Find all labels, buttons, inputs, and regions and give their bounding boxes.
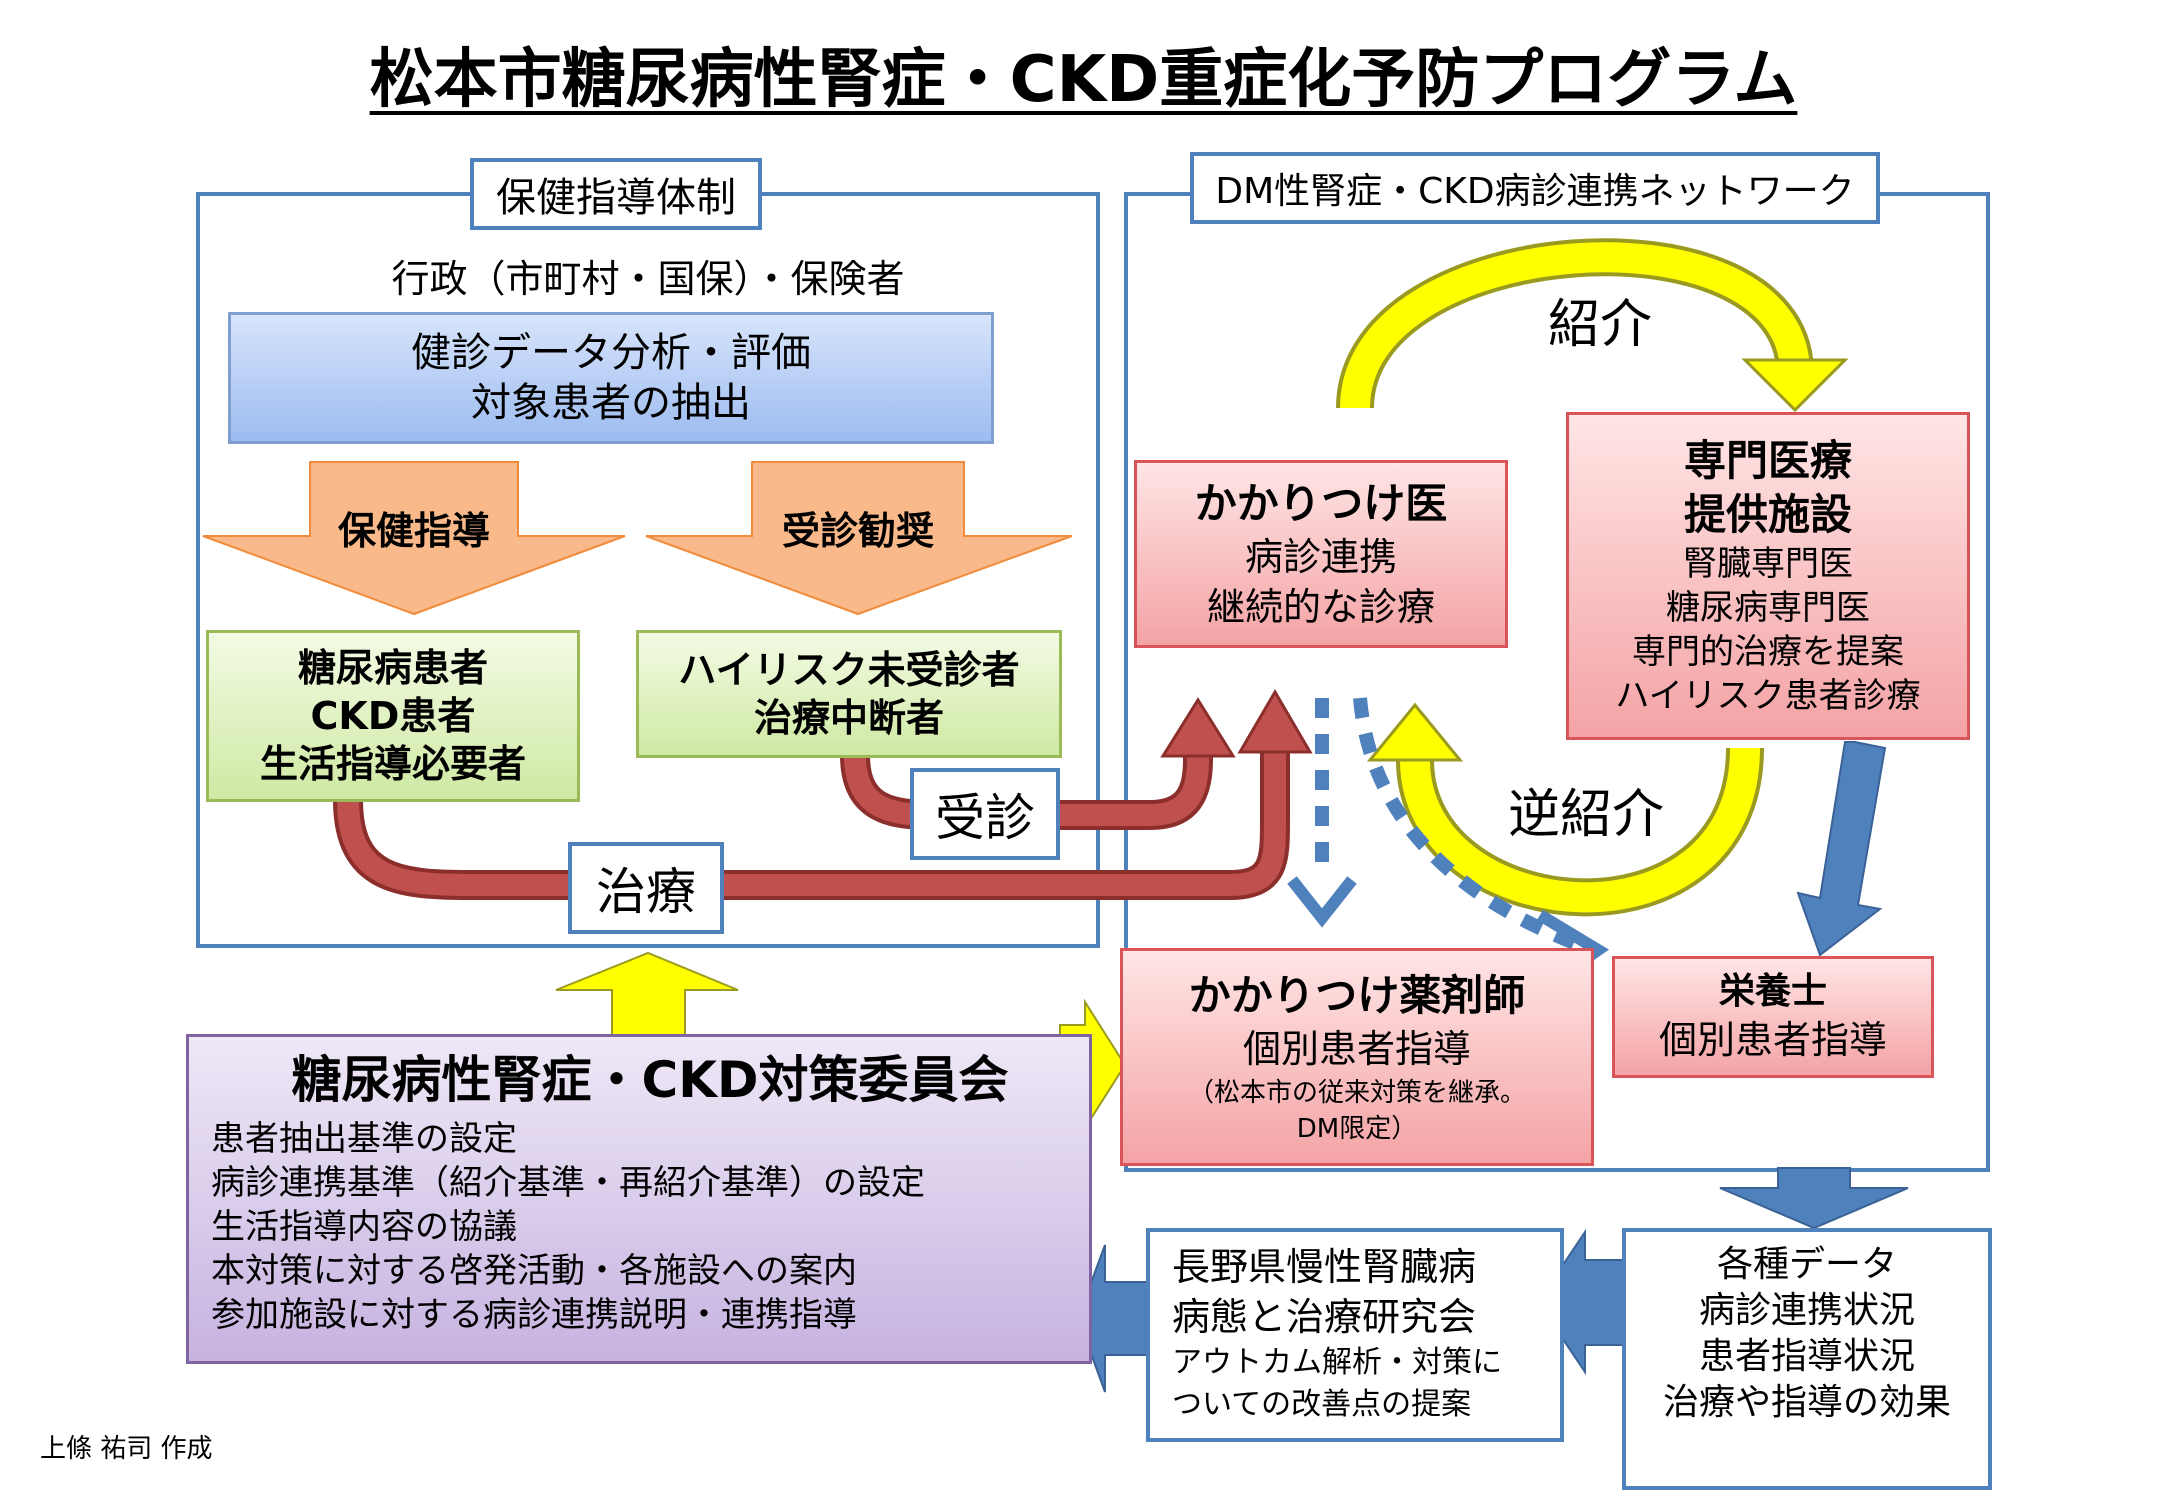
family-doctor-box: かかりつけ医 病診連携 継続的な診療 [1134,460,1508,648]
committee-item: 患者抽出基準の設定 [211,1119,517,1159]
family-doctor-line: 継続的な診療 [1206,585,1435,629]
pharmacist-note: （松本市の従来対策を継承。 [1187,1078,1526,1108]
research-note: ついての改善点の提案 [1172,1387,1472,1422]
health-guidance-header-text: 保健指導体制 [496,175,736,221]
research-line: 病態と治療研究会 [1172,1295,1477,1339]
data-line: 患者指導状況 [1698,1336,1915,1377]
target-line: 糖尿病患者 [297,646,488,690]
network-header: DM性腎症・CKD病診連携ネットワーク [1190,152,1880,224]
health-guidance-header: 保健指導体制 [470,158,762,230]
committee-item: 本対策に対する啓発活動・各施設への案内 [211,1251,857,1291]
target-line: 生活指導必要者 [259,742,526,786]
reverse-referral-label: 逆紹介 [1507,785,1664,845]
treatment-arrowhead [1237,689,1313,754]
research-box: 長野県慢性腎臓病 病態と治療研究会 アウトカム解析・対策に ついての改善点の提案 [1146,1228,1564,1442]
recommend-down-arrow [645,461,1073,616]
pharmacist-title: かかりつけ薬剤師 [1188,971,1526,1020]
committee-title: 糖尿病性腎症・CKD対策委員会 [291,1051,1009,1109]
administration-subtitle: 行政（市町村・国保）・保険者 [391,257,905,301]
pharmacist-line: 個別患者指導 [1242,1027,1471,1071]
reverse-referral-arrowhead [1366,702,1464,762]
high-risk-box: ハイリスク未受診者 治療中断者 [636,630,1062,758]
network-to-data-arrow [1719,1167,1909,1230]
committee-item: 生活指導内容の協議 [211,1207,517,1247]
committee-item: 病診連携基準（紹介基準・再紹介基準）の設定 [211,1163,925,1203]
committee-up-arrow [555,951,739,1039]
visit-arrowhead [1160,697,1236,758]
committee-item: 参加施設に対する病診連携説明・連携指導 [211,1295,857,1335]
data-line: 各種データ [1716,1244,1897,1285]
high-risk-line: 治療中断者 [753,696,944,740]
target-line: CKD患者 [310,694,476,738]
high-risk-line: ハイリスク未受診者 [678,648,1020,692]
target-patients-box: 糖尿病患者 CKD患者 生活指導必要者 [206,630,580,802]
specialist-line: 腎臓専門医 [1683,544,1853,584]
pharmacist-box: かかりつけ薬剤師 個別患者指導 （松本市の従来対策を継承。 DM限定） [1120,948,1594,1166]
specialist-line: 専門的治療を提案 [1632,632,1904,672]
treatment-tag: 治療 [568,842,724,934]
research-line: 長野県慢性腎臓病 [1172,1245,1477,1289]
visit-tag: 受診 [910,768,1060,860]
specialist-facility-box: 専門医療 提供施設 腎臓専門医 糖尿病専門医 専門的治療を提案 ハイリスク患者診… [1566,412,1970,740]
referral-arrowhead [1741,358,1849,413]
guidance-arrow-label: 保健指導 [337,509,490,553]
family-doctor-title: かかりつけ医 [1194,479,1448,528]
data-analysis-box: 健診データ分析・評価 対象患者の抽出 [228,312,994,444]
author-credit: 上條 祐司 作成 [40,1434,213,1464]
page-title: 松本市糖尿病性腎症・CKD重症化予防プログラム [369,43,1798,117]
specialist-to-dietitian-arrow [1796,741,1887,957]
guidance-down-arrow [202,461,626,616]
research-note: アウトカム解析・対策に [1172,1345,1502,1380]
data-line: 治療や指導の効果 [1662,1382,1951,1423]
dashed-arrow-diagonal [1353,697,1583,952]
dietitian-line: 個別患者指導 [1658,1018,1887,1062]
dietitian-box: 栄養士 個別患者指導 [1612,956,1934,1078]
specialist-line: 糖尿病専門医 [1666,588,1870,628]
specialist-line: ハイリスク患者診療 [1615,676,1921,716]
dietitian-title: 栄養士 [1718,971,1827,1012]
committee-box: 糖尿病性腎症・CKD対策委員会 患者抽出基準の設定 病診連携基準（紹介基準・再紹… [186,1034,1092,1364]
data-box: 各種データ 病診連携状況 患者指導状況 治療や指導の効果 [1622,1228,1992,1490]
pharmacist-note: DM限定） [1296,1114,1418,1144]
analysis-line: 対象患者の抽出 [471,380,751,426]
recommend-arrow-label: 受診勧奨 [781,509,934,553]
referral-label: 紹介 [1547,295,1652,355]
family-doctor-line: 病診連携 [1244,535,1397,579]
data-line: 病診連携状況 [1698,1290,1915,1331]
specialist-title: 専門医療 [1683,436,1852,485]
specialist-title: 提供施設 [1683,490,1852,539]
analysis-line: 健診データ分析・評価 [411,330,811,376]
